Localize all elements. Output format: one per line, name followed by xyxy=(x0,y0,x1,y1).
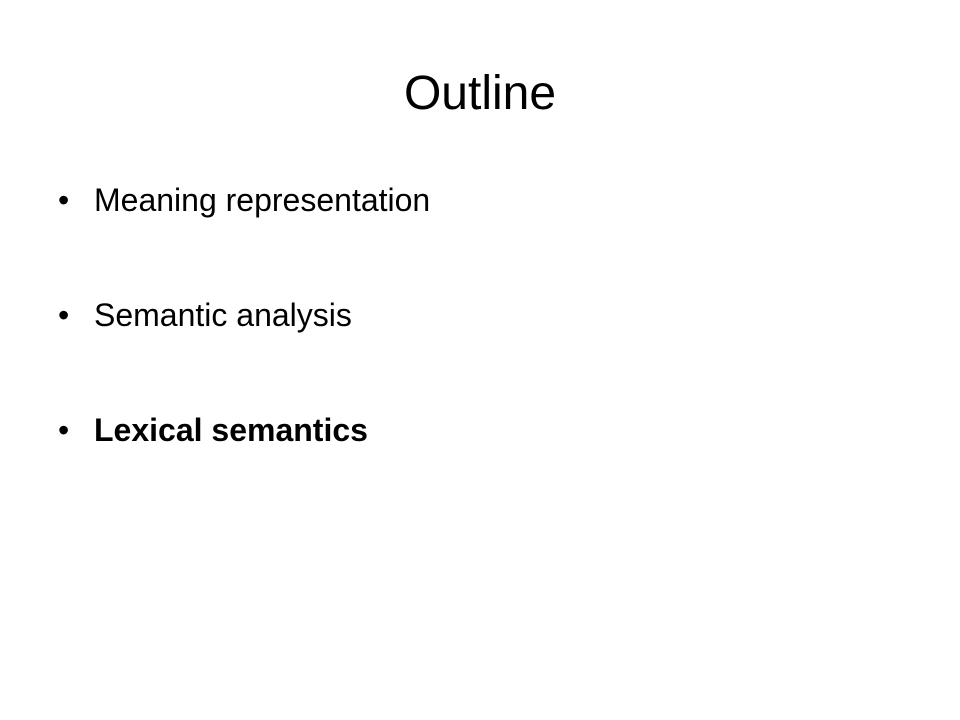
slide-title: Outline xyxy=(403,67,557,120)
bullet-label: Meaning representation xyxy=(94,182,431,218)
bullet-item-semantic-analysis: • Semantic analysis xyxy=(58,291,430,339)
bullet-item-meaning-representation: • Meaning representation xyxy=(58,176,430,224)
bullet-label: Lexical semantics xyxy=(94,412,368,448)
bullet-icon: • xyxy=(58,182,70,218)
bullet-label: Semantic analysis xyxy=(94,297,352,333)
bullet-list: • Meaning representation • Semantic anal… xyxy=(58,176,430,521)
bullet-icon: • xyxy=(58,297,70,333)
bullet-icon: • xyxy=(58,412,70,448)
bullet-item-lexical-semantics: • Lexical semantics xyxy=(58,406,430,454)
